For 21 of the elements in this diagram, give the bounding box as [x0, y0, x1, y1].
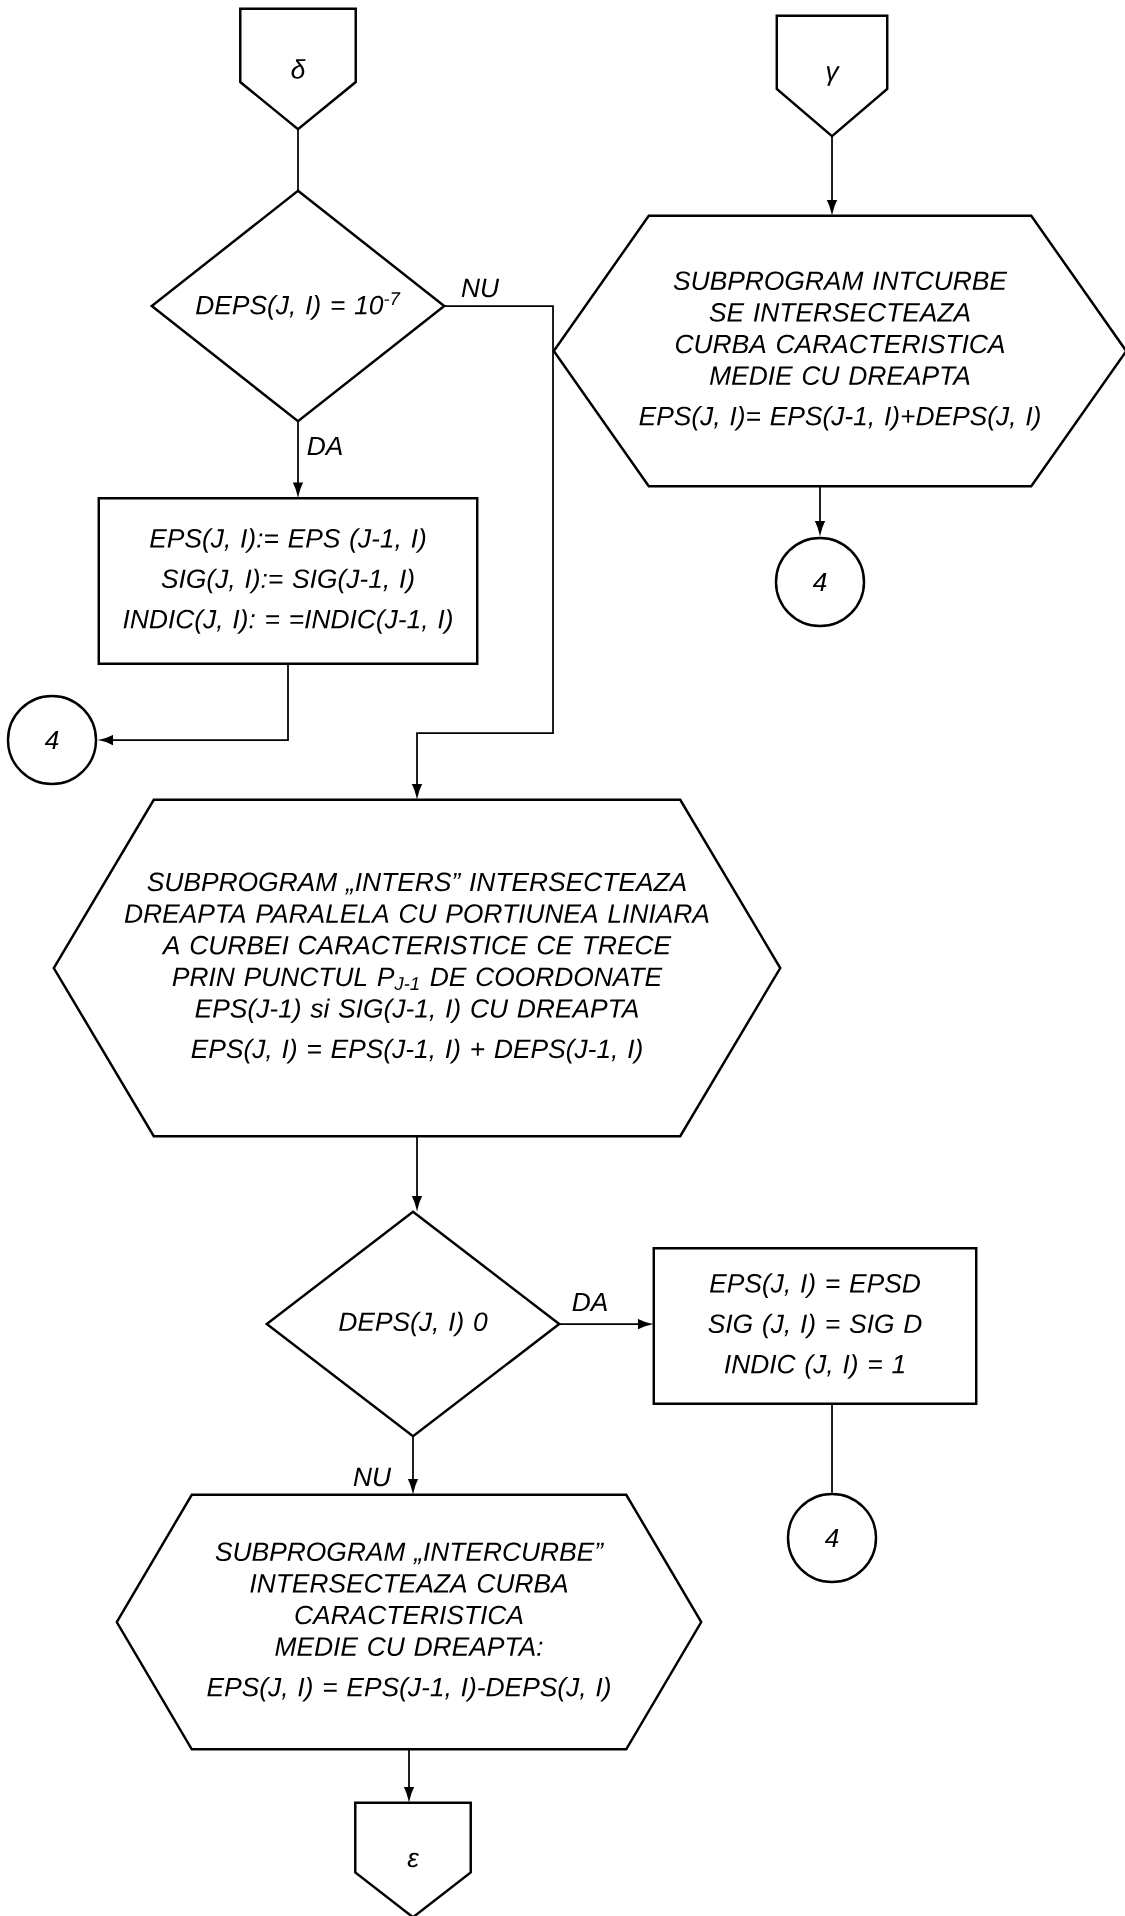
arrow: [815, 485, 825, 534]
edge-label: DA: [304, 435, 346, 457]
subprogram-hexagon: SUBPROGRAM „INTERS” INTERSECTEAZA DREAPTA PARALELA CU PORTIUNEA LINIARA A CURBEI CARACTERISTICE CE TRECE PRIN PUNCTUL P$_{J-1}$ DE COORDONATE EPS(J-1) si SIG(J-1, I) CU DREAPTA EPS(J, I) = EPS(J-1, I) + DEPS(J-1, I): [52, 798, 782, 1138]
arrow: [404, 1748, 414, 1800]
subprogram-hexagon: SUBPROGRAM INTCURBE SE INTERSECTEAZA CURBA CARACTERISTICA MEDIE CU DREAPTA EPS(J, I)= EPS(J-1, I)+DEPS(J, I): [552, 214, 1125, 488]
arrow: [100, 662, 289, 745]
arrow: [408, 1435, 418, 1492]
arrow: [558, 1319, 651, 1329]
edge-label: NU: [459, 277, 501, 299]
off-page-connector: δ: [239, 7, 357, 131]
arrow: [412, 1135, 422, 1209]
off-page-connector: ε: [354, 1801, 472, 1916]
arrow: [293, 420, 303, 496]
subprogram-hexagon: SUBPROGRAM „INTERCURBE” INTERSECTEAZA CURBA CARACTERISTICA MEDIE CU DREAPTA: EPS(J, I) = EPS(J-1, I)-DEPS(J, I): [115, 1493, 703, 1751]
process-box: EPS(J, I):= EPS (J-1, I) SIG(J, I):= SIG(J-1, I) INDIC(J, I): = =INDIC(J-1, I): [97, 497, 479, 665]
edge-label: NU: [351, 1466, 393, 1488]
arrow: [827, 135, 837, 213]
arrow: [412, 305, 554, 797]
off-page-connector: γ: [775, 14, 889, 138]
edge-label: DA: [569, 1291, 611, 1313]
process-box: EPS(J, I) = EPSD SIG (J, I) = SIG D INDIC (J, I) = 1: [652, 1247, 978, 1405]
